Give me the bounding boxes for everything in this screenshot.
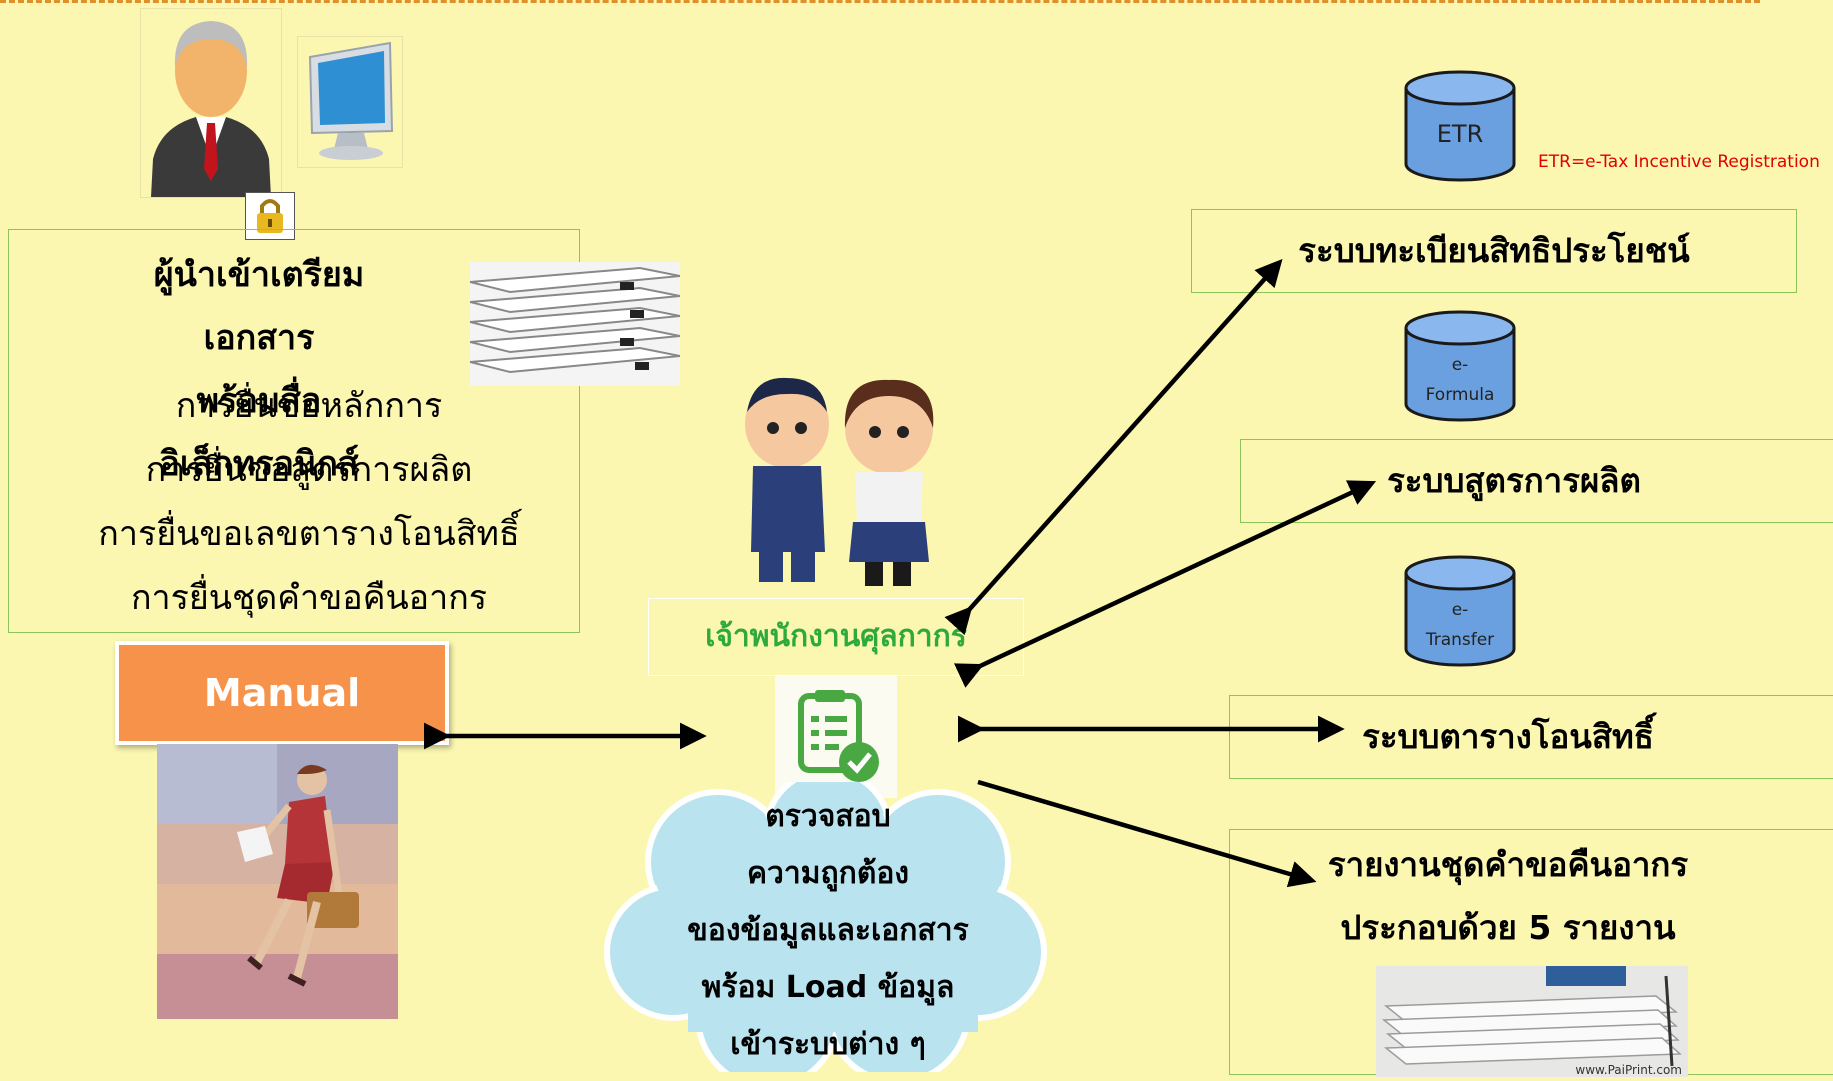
- e-formula-database-icon: e- Formula: [1403, 310, 1517, 424]
- top-dashed-border: [0, 0, 1760, 3]
- cloud-shape: [604, 767, 1047, 1081]
- importer-avatar-icon: [140, 8, 282, 198]
- importer-item: การยื่นขอเลขตารางโอนสิทธิ์: [98, 514, 520, 554]
- importer-title-line2: พร้อมสื่ออิเล็กทรอนิกส์: [159, 381, 359, 484]
- cloud-line: ของข้อมูลและเอกสาร: [687, 913, 969, 948]
- etr-database-icon: ETR: [1403, 70, 1517, 184]
- db-label-line: e-: [1451, 600, 1469, 620]
- paper-stack-photo: www.PaiPrint.com: [1376, 966, 1688, 1077]
- e-formula-database-label: e- Formula: [1403, 350, 1517, 410]
- woman-walking-illustration: [157, 744, 398, 1019]
- watermark-text: www.PaiPrint.com: [1575, 1063, 1682, 1077]
- arrow-to-formula: [953, 480, 1377, 688]
- etr-note: ETR=e-Tax Incentive Registration: [1538, 152, 1820, 172]
- formula-system-box: ระบบสูตรการผลิต: [1240, 439, 1833, 523]
- e-transfer-database-label: e- Transfer: [1403, 595, 1517, 655]
- report-box: รายงานชุดคำขอคืนอากร ประกอบด้วย 5 รายงาน: [1229, 829, 1833, 1075]
- importer-item: การยื่นชุดคำขอคืนอากร: [130, 578, 488, 618]
- importer-title: ผู้นำเข้าเตรียมเอกสาร พร้อมสื่ออิเล็กทรอ…: [109, 244, 409, 496]
- cloud-line: ความถูกต้อง: [746, 856, 909, 891]
- registration-system-box: ระบบทะเบียนสิทธิประโยชน์: [1191, 209, 1797, 293]
- importer-item-list: การยื่นขอหลักการ การยื่นขอสูตรการผลิต กา…: [9, 374, 609, 630]
- arrow-to-registration: [944, 258, 1283, 636]
- db-label-line: Formula: [1425, 385, 1495, 405]
- importer-box: ผู้นำเข้าเตรียมเอกสาร พร้อมสื่ออิเล็กทรอ…: [8, 229, 580, 633]
- importer-title-line1: ผู้นำเข้าเตรียมเอกสาร: [153, 255, 365, 358]
- importer-item: การยื่นขอสูตรการผลิต: [145, 450, 473, 490]
- manual-button[interactable]: Manual: [115, 641, 449, 745]
- importer-item: การยื่นขอหลักการ: [175, 386, 443, 426]
- customs-officers-figurine: [725, 372, 965, 590]
- cloud-line: ตรวจสอบ: [765, 799, 891, 834]
- db-label-line: Transfer: [1425, 630, 1495, 650]
- arrow-to-report: [977, 779, 1317, 888]
- cloud-line: พร้อม Load ข้อมูล: [701, 970, 955, 1005]
- verification-cloud: ตรวจสอบ ความถูกต้อง ของข้อมูลและเอกสาร พ…: [598, 767, 1058, 1081]
- transfer-system-box: ระบบตารางโอนสิทธิ์: [1229, 695, 1833, 779]
- report-line: รายงานชุดคำขอคืนอากร: [1327, 845, 1689, 884]
- db-label-line: e-: [1451, 355, 1469, 375]
- checklist-icon: [775, 676, 897, 798]
- document-stack-icon: [469, 262, 681, 386]
- etr-database-label: ETR: [1436, 120, 1484, 148]
- officer-label: เจ้าพนักงานศุลกากร: [648, 598, 1024, 676]
- computer-monitor-icon: [297, 36, 403, 168]
- cloud-line: เข้าระบบต่าง ๆ: [730, 1027, 926, 1062]
- report-line: ประกอบด้วย 5 รายงาน: [1340, 908, 1676, 947]
- e-transfer-database-icon: e- Transfer: [1403, 555, 1517, 669]
- lock-icon: [245, 192, 295, 240]
- cloud-text: ตรวจสอบ ความถูกต้อง ของข้อมูลและเอกสาร พ…: [598, 788, 1058, 1073]
